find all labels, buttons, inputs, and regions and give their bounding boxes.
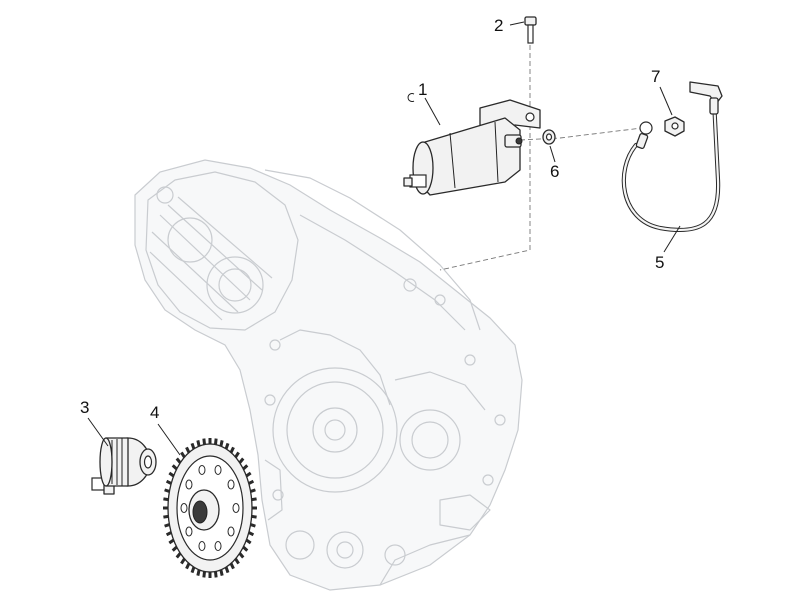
gear-hole [185,526,193,537]
screw [524,16,537,44]
gear-hole [214,541,222,552]
starter-motor [403,93,541,196]
gear-tooth [245,471,252,478]
gear-tooth [164,523,170,528]
gear-tooth [250,488,256,493]
gear-tooth [168,538,175,545]
gear-hole [227,526,235,537]
gear-tooth [234,451,240,459]
cable [621,81,723,233]
callout-2: 2 [494,16,503,35]
gear-tooth [196,569,201,576]
gear-hole [214,464,222,475]
gear-tooth [185,562,191,570]
gear-tooth [163,514,169,519]
gear-tooth [175,552,182,559]
driven-gear [163,438,257,578]
gear-shaft [91,437,157,495]
gear-tooth [234,557,240,565]
engine-crankcase-ghost [134,159,523,591]
gear-tooth [171,545,178,552]
gear-tooth [242,545,249,552]
gear-tooth [251,497,257,502]
gear-tooth [165,531,172,537]
callout-6: 6 [550,162,559,181]
driven-gear-holes [180,464,240,552]
callout-1: 1 [418,80,427,99]
gear-tooth [171,464,178,471]
callout-labels: 1 2 3 4 5 6 7 [80,16,681,456]
gear-hole [180,503,188,513]
gear-tooth [163,497,169,502]
gear-tooth [165,479,172,485]
nut [664,116,685,137]
gear-tooth [164,488,170,493]
gear-tooth [180,451,186,459]
gear-tooth [224,566,230,574]
washer [542,129,556,145]
gear-tooth [180,557,186,565]
gear-tooth [175,457,182,464]
callout-7: 7 [651,67,660,86]
gear-tooth [229,446,235,454]
gear-tooth [248,479,255,485]
callout-5: 5 [655,253,664,272]
gear-tooth [251,514,257,519]
gear-hole [232,503,240,513]
gear-tooth [202,571,207,578]
gear-tooth [238,457,245,464]
gear-hole [185,479,193,490]
gear-tooth [168,471,175,478]
gear-hole [198,464,206,475]
gear-tooth [238,552,245,559]
driven-gear-teeth [163,438,257,578]
gear-tooth [213,571,218,578]
gear-tooth [196,440,201,447]
gear-tooth [245,538,252,545]
gear-tooth [190,442,196,450]
gear-tooth [190,566,196,574]
gear-tooth [229,562,235,570]
gear-tooth [224,442,230,450]
gear-hole [198,541,206,552]
gear-shaft-teeth [111,438,123,486]
gear-tooth [248,531,255,537]
gear-tooth [219,569,224,576]
gear-tooth [242,464,249,471]
callout-4: 4 [150,403,159,422]
gear-tooth [185,446,191,454]
callout-3: 3 [80,398,89,417]
gear-tooth [219,440,224,447]
gear-tooth [202,438,207,445]
gear-tooth [250,523,256,528]
gear-tooth [213,438,218,445]
gear-hole [227,479,235,490]
